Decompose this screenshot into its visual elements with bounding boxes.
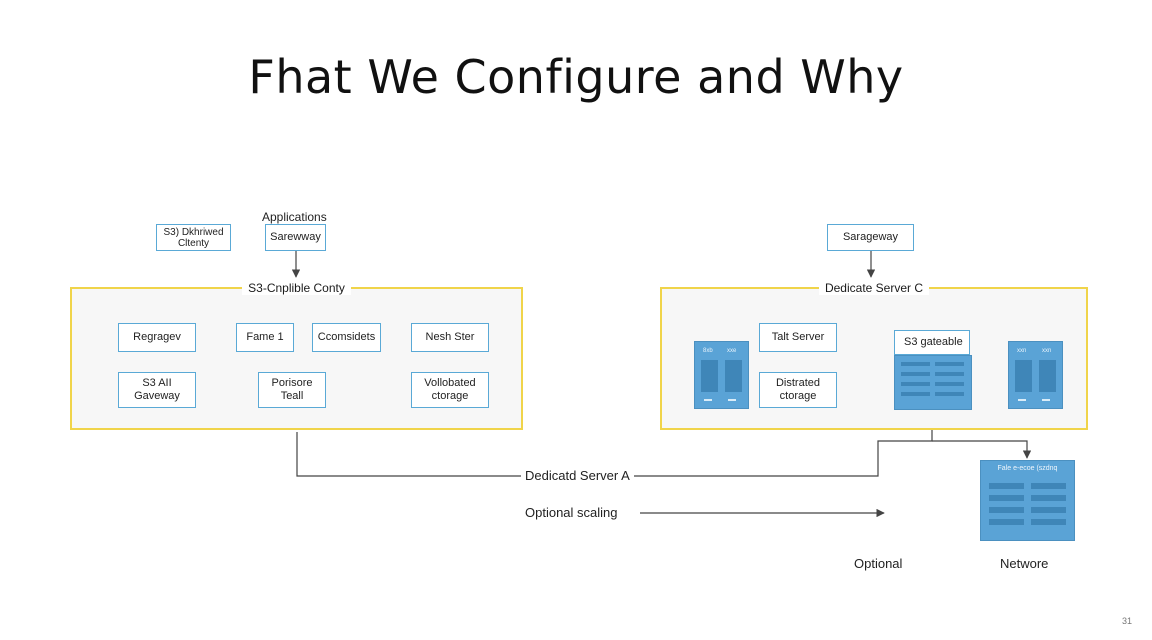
node-s3-api-gateway: S3 AII Gaveway: [118, 372, 196, 408]
server-icon: xxn xxn: [1008, 341, 1063, 409]
node-porisore-teall: Porisore Teall: [258, 372, 326, 408]
node-s3-gateable: S3 gateable: [894, 330, 970, 355]
client-box: S3) Dkhriwed Cltenty: [156, 224, 231, 251]
node-distrated-storage: Distrated ctorage: [759, 372, 837, 408]
server-icon: 8xb xxe: [694, 341, 749, 409]
server-tag-2: xxe: [727, 348, 737, 354]
right-group-label: Dedicate Server C: [818, 281, 930, 295]
node-ccomsidets: Ccomsidets: [312, 323, 381, 352]
page-number: 31: [1121, 616, 1132, 626]
node-talt-server: Talt Server: [759, 323, 837, 352]
slide-title: Fhat We Configure and Why: [248, 50, 904, 104]
node-vollobated-storage: Vollobated ctorage: [411, 372, 489, 408]
optional-label: Optional: [850, 556, 907, 572]
network-server-header: Fale e-ecoe (szdnq: [997, 465, 1058, 472]
left-gateway-box: Sarewway: [265, 224, 326, 251]
server-tag-4: xxn: [1042, 348, 1052, 354]
left-group: S3-Cnplible Conty: [70, 281, 523, 430]
network-server-icon: Fale e-ecoe (szdnq: [980, 460, 1075, 541]
applications-label: Applications: [262, 210, 327, 224]
optional-scaling-label: Optional scaling: [521, 505, 622, 521]
server-tag-3: xxn: [1017, 348, 1027, 354]
node-nesh-ster: Nesh Ster: [411, 323, 489, 352]
node-fame: Fame 1: [236, 323, 294, 352]
node-regragev: Regragev: [118, 323, 196, 352]
network-label: Networe: [996, 556, 1053, 572]
dedicated-server-a-label: Dedicatd Server A: [521, 468, 634, 484]
storage-stack-icon: [894, 355, 972, 410]
right-gateway-box: Sarageway: [827, 224, 914, 251]
left-group-label: S3-Cnplible Conty: [242, 281, 351, 295]
server-tag-1: 8xb: [703, 348, 713, 354]
